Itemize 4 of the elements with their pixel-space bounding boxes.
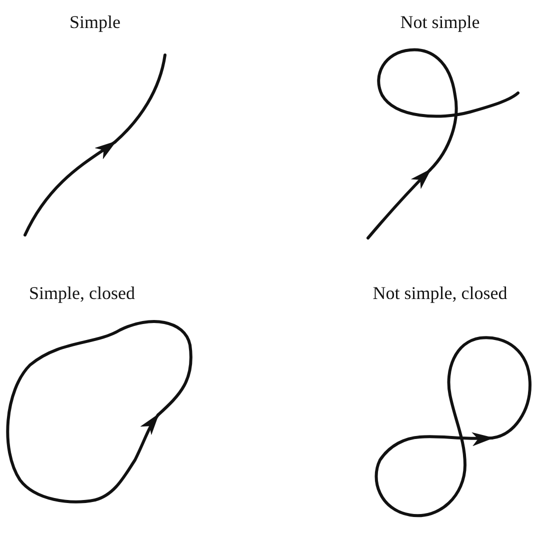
caption: Not simple: [400, 12, 480, 33]
caption: Not simple, closed: [372, 283, 508, 304]
caption: Simple: [70, 12, 120, 33]
caption: Simple, closed: [29, 283, 135, 304]
